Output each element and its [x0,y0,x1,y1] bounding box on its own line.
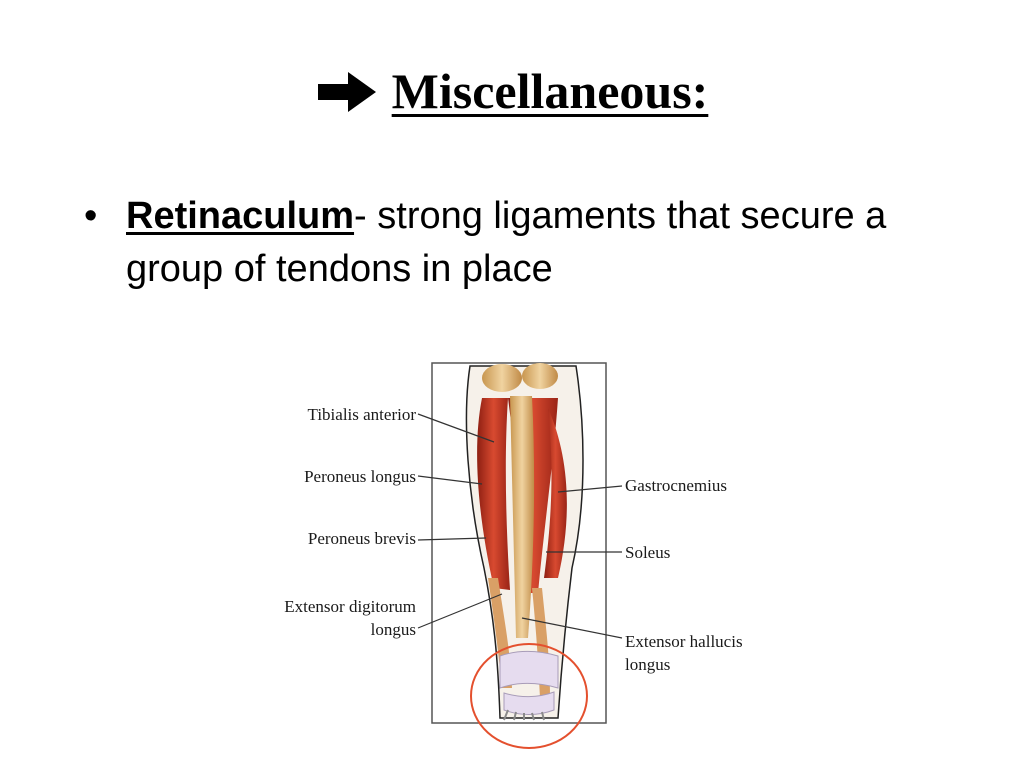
leg-anatomy-figure: Tibialis anterior Peroneus longus Perone… [232,358,812,758]
label-soleus: Soleus [625,543,670,562]
label-extensor-hallucis-line2: longus [625,655,670,674]
label-extensor-digitorum-line1: Extensor digitorum [284,597,416,616]
term-retinaculum: Retinaculum [126,195,355,237]
label-tibialis-anterior: Tibialis anterior [308,405,417,424]
retinaculum-highlight-circle [470,643,588,749]
label-peroneus-brevis: Peroneus brevis [308,529,416,548]
bullet-text: Retinaculum- strong ligaments that secur… [126,190,944,296]
bullet-dot: • [84,195,98,237]
leg-illustration [465,363,584,721]
label-gastrocnemius: Gastrocnemius [625,476,727,495]
label-extensor-hallucis-line1: Extensor hallucis [625,632,743,651]
label-peroneus-longus: Peroneus longus [304,467,416,486]
right-arrow-icon [316,68,378,126]
slide-title: Miscellaneous: [0,62,1024,126]
term-definition: - strong ligaments that secure a group o… [126,195,887,290]
label-extensor-digitorum-line2: longus [371,620,416,639]
title-text: Miscellaneous: [391,63,709,119]
bullet-item: • Retinaculum- strong ligaments that sec… [84,190,944,296]
